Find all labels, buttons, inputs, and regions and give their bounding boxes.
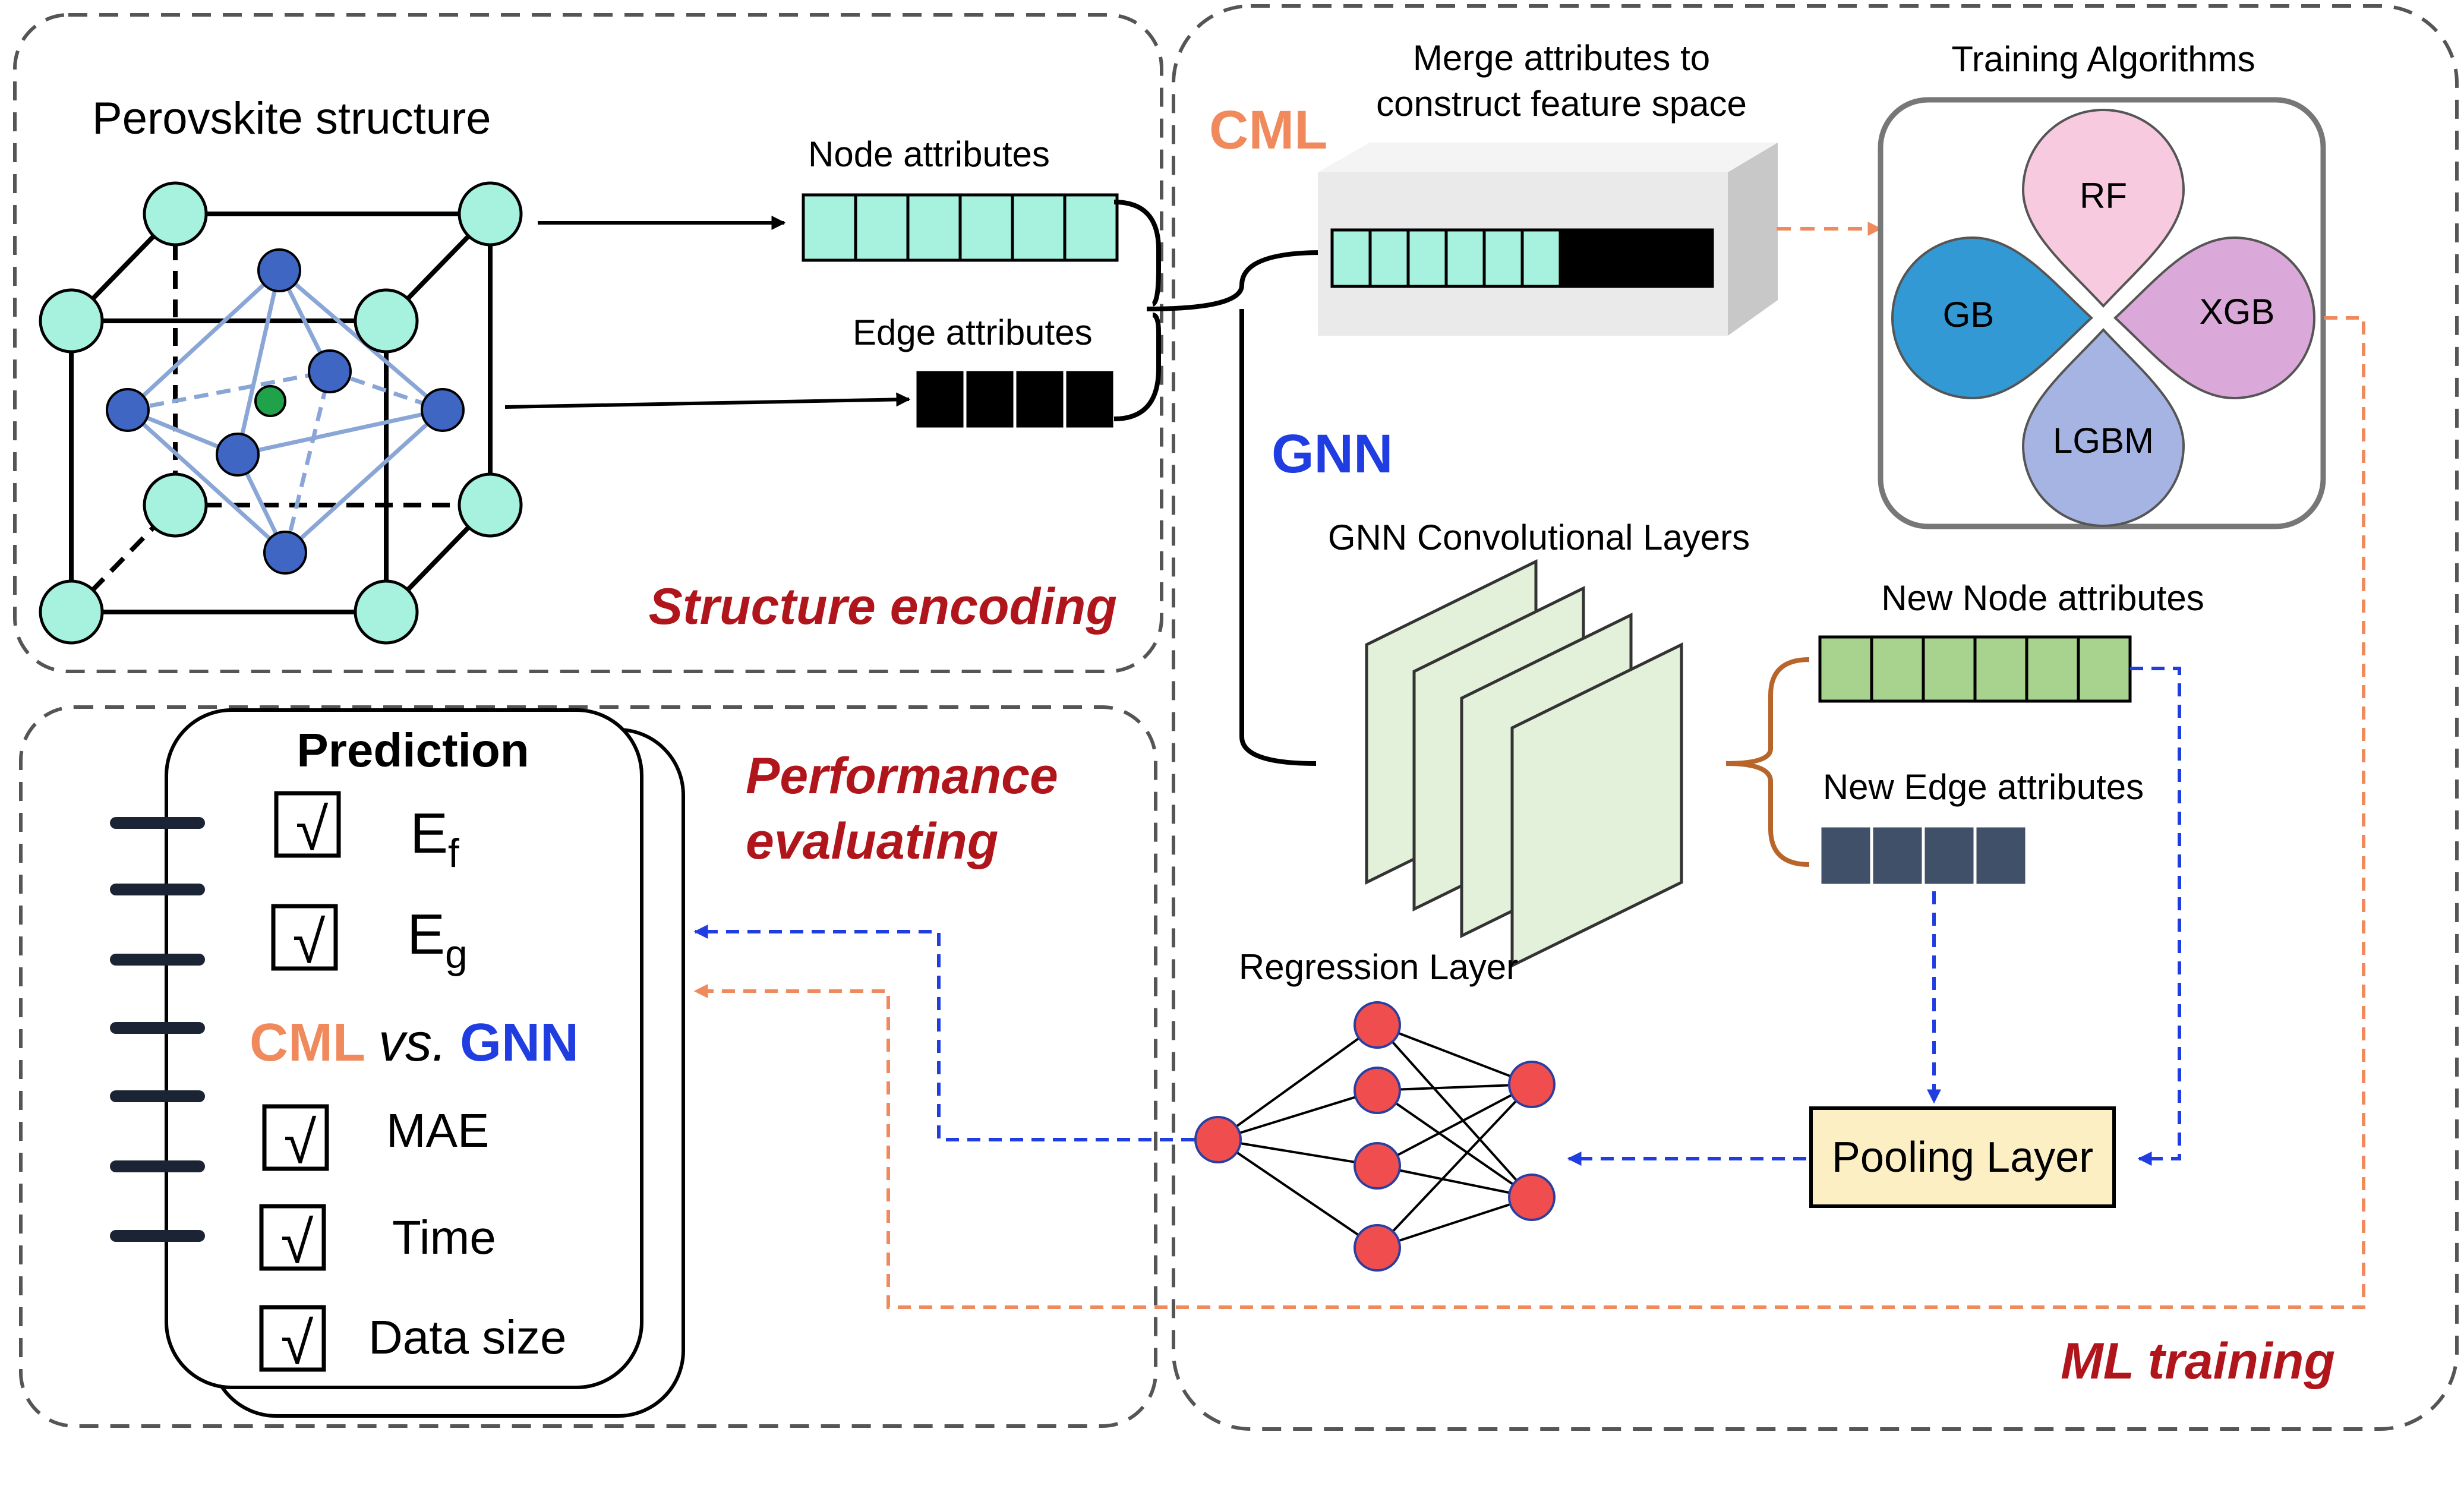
attribute-cell <box>1922 824 1977 887</box>
attribute-cell <box>1444 228 1486 288</box>
notebook-binding <box>110 817 205 1242</box>
conv-output-bracket <box>1725 657 1810 867</box>
checkbox-eg[interactable]: √ <box>271 904 338 976</box>
new-edge-attributes-label: New Edge attributes <box>1823 767 2144 807</box>
attribute-cell <box>958 193 1014 262</box>
merge-label-line2: construct feature space <box>1376 84 1747 124</box>
cml-to-prediction-arrow <box>693 316 2365 1309</box>
check-ef: √ <box>296 796 329 863</box>
attribute-cell <box>1063 368 1116 431</box>
mae-label: MAE <box>386 1104 489 1157</box>
training-algorithms-title: Training Algorithms <box>1951 39 2255 79</box>
perovskite-title: Perovskite structure <box>92 93 491 144</box>
node-to-pooling-arrow <box>2130 667 2181 1166</box>
merge-label-line1: Merge attributes to <box>1413 38 1710 78</box>
attribute-cell <box>854 193 910 262</box>
structure-encoding-panel <box>13 13 1163 673</box>
pooling-layer-box <box>1809 1106 2116 1208</box>
attribute-cell <box>1013 368 1067 431</box>
attribute-cell <box>2025 635 2080 703</box>
ml-training-panel <box>1172 4 2459 1431</box>
attribute-cell <box>1063 193 1119 262</box>
edge-attributes-label: Edge attributes <box>853 313 1093 352</box>
attribute-cell <box>1673 228 1714 288</box>
gb-petal <box>1891 236 2093 400</box>
attribute-cell <box>1870 635 1925 703</box>
new-node-attributes-label: New Node attributes <box>1881 578 2204 618</box>
edge-arrow <box>504 392 911 409</box>
node-attributes-label: Node attributes <box>808 134 1050 174</box>
gnn-to-prediction-arrow <box>693 925 1194 1141</box>
gnn-label: GNN <box>1272 424 1393 484</box>
merged-feature-vector <box>1330 228 1714 288</box>
attribute-cell <box>906 193 962 262</box>
attribute-cell <box>1818 824 1873 887</box>
eg-label: Eg <box>407 903 468 977</box>
algorithm-petals <box>1891 109 2315 527</box>
structure-encoding-title: Structure encoding <box>649 578 1117 635</box>
attribute-cell <box>1011 193 1067 262</box>
check-eg: √ <box>293 909 326 976</box>
new-edge-attributes-vector <box>1818 824 2028 887</box>
gnn-conv-layers <box>1365 559 1683 969</box>
gb-label: GB <box>1943 295 1995 335</box>
attribute-cell <box>963 368 1017 431</box>
lgbm-petal <box>2021 328 2185 527</box>
attribute-cell <box>1368 228 1410 288</box>
xgb-label: XGB <box>2200 292 2275 332</box>
attribute-cell <box>1922 635 1977 703</box>
attribute-cell <box>1597 228 1638 288</box>
checkbox-mae[interactable]: √ <box>262 1104 329 1176</box>
attribute-cell <box>1870 824 1925 887</box>
new-node-attributes-vector <box>1818 635 2132 703</box>
rf-petal <box>2021 109 2185 308</box>
pooling-layer-label: Pooling Layer <box>1832 1134 2093 1181</box>
attribute-cell <box>1558 228 1600 288</box>
data-size-label: Data size <box>368 1311 566 1364</box>
rf-label: RF <box>2080 176 2127 216</box>
attribute-cell <box>802 193 857 262</box>
lgbm-label: LGBM <box>2053 421 2154 460</box>
performance-evaluating-panel <box>19 705 1157 1428</box>
merge-bracket <box>1113 200 1323 766</box>
time-label: Time <box>392 1211 496 1264</box>
regression-network <box>1194 1001 1556 1272</box>
edge-attributes-vector <box>913 368 1116 431</box>
checkbox-data-size[interactable]: √ <box>259 1305 326 1377</box>
checkbox-ef[interactable]: √ <box>274 791 341 863</box>
checkbox-time[interactable]: √ <box>259 1204 326 1276</box>
node-attributes-vector <box>802 193 1119 262</box>
performance-title-line1: Performance <box>746 747 1058 805</box>
performance-title-line2: evaluating <box>746 813 998 870</box>
attribute-cell <box>913 368 967 431</box>
attribute-cell <box>1973 824 2028 887</box>
perovskite-crystal <box>39 181 523 645</box>
check-data-size: √ <box>281 1310 314 1377</box>
attribute-cell <box>2077 635 2132 703</box>
attribute-cell <box>1330 228 1372 288</box>
gnn-conv-layers-label: GNN Convolutional Layers <box>1328 518 1750 557</box>
ef-label: Ef <box>410 802 459 876</box>
attribute-cell <box>1520 228 1562 288</box>
check-time: √ <box>281 1209 314 1276</box>
cml-label: CML <box>1209 100 1327 160</box>
attribute-cell <box>1482 228 1524 288</box>
check-mae: √ <box>284 1109 317 1176</box>
xgb-petal <box>2113 236 2315 400</box>
attribute-cell <box>1635 228 1676 288</box>
attribute-cell <box>1973 635 2028 703</box>
prediction-title: Prediction <box>296 724 529 777</box>
ml-training-title: ML training <box>2061 1333 2335 1390</box>
attribute-cell <box>1818 635 1873 703</box>
regression-layer-label: Regression Layer <box>1239 947 1518 987</box>
attribute-cell <box>1406 228 1448 288</box>
